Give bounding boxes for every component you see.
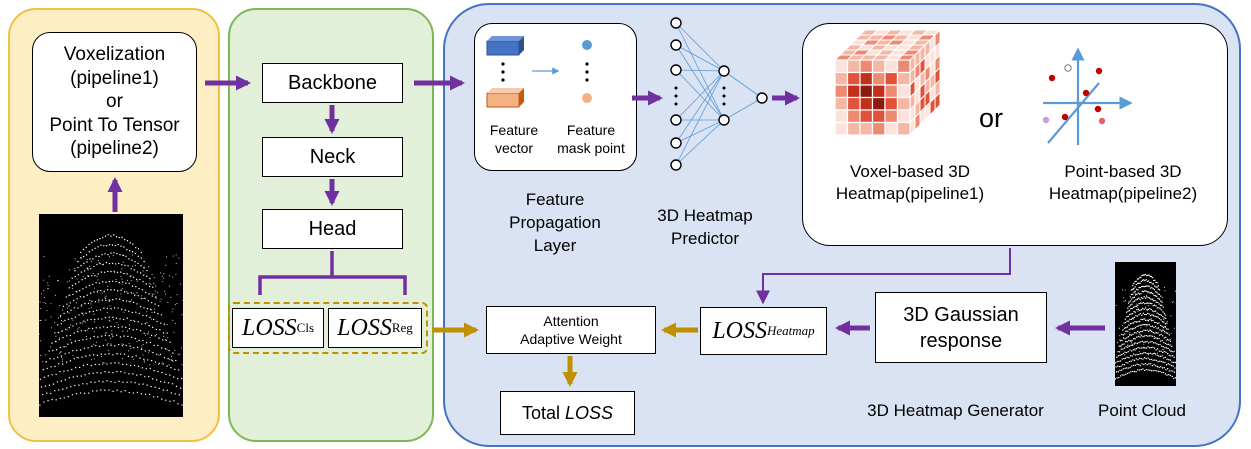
voxelization-box: Voxelization (pipeline1) or Point To Ten… xyxy=(32,32,197,172)
head-box: Head xyxy=(262,209,403,249)
loss-heatmap-sub: Heatmap xyxy=(767,323,815,338)
feature-vector-label: Feature vector xyxy=(489,122,539,156)
point-heatmap-points xyxy=(1042,64,1106,125)
feature-mask-point-label: Feature mask point xyxy=(557,122,625,156)
total-loss-prefix: Total xyxy=(521,402,565,423)
loss-cls-sub: Cls xyxy=(296,320,315,335)
voxel-heatmap-cube xyxy=(833,28,942,137)
total-loss-box: Total LOSS xyxy=(500,391,635,435)
head-bracket xyxy=(258,251,407,295)
arrow-heatmap-to-loss xyxy=(756,248,1011,305)
neck-label: Neck xyxy=(309,145,356,168)
lidar-image-right xyxy=(1115,262,1176,386)
loss-heatmap-main: LOSS xyxy=(712,317,767,344)
voxel-heatmap-caption: Voxel-based 3D Heatmap(pipeline1) xyxy=(835,162,985,204)
or-label: or xyxy=(978,103,1003,133)
loss-cls-main: LOSS xyxy=(241,314,297,341)
feature-vector-icon xyxy=(486,36,524,108)
gaussian-response-box: 3D Gaussian response xyxy=(875,292,1047,363)
gaussian-response-label: 3D Gaussian response xyxy=(903,303,1019,352)
point-heatmap-axes xyxy=(1043,47,1133,145)
lidar-image-left xyxy=(39,214,183,417)
attention-weight-label: Attention Adaptive Weight xyxy=(520,312,622,347)
feature-mask-point-icon xyxy=(582,40,592,103)
attention-weight-box: Attention Adaptive Weight xyxy=(486,306,656,354)
feature-propagation-label: Feature Propagation Layer xyxy=(509,190,601,255)
neck-box: Neck xyxy=(262,137,403,177)
point-heatmap-caption: Point-based 3D Heatmap(pipeline2) xyxy=(1048,162,1198,204)
voxelization-text: Voxelization (pipeline1) or Point To Ten… xyxy=(49,44,180,160)
loss-group xyxy=(228,302,428,354)
head-label: Head xyxy=(308,217,357,240)
heatmap-generator-label: 3D Heatmap Generator xyxy=(867,401,1044,420)
loss-reg-main: LOSS xyxy=(337,314,392,341)
total-loss-italic: LOSS xyxy=(565,402,614,423)
heatmap-predictor-network xyxy=(670,17,768,171)
backbone-label: Backbone xyxy=(288,71,377,94)
heatmap-predictor-label: 3D Heatmap Predictor xyxy=(657,206,753,248)
point-cloud-label: Point Cloud xyxy=(1098,401,1186,420)
feature-propagation-box: Feature vector Feature mask point xyxy=(474,23,637,171)
loss-reg-sub: Reg xyxy=(391,320,413,335)
backbone-box: Backbone xyxy=(262,63,403,103)
